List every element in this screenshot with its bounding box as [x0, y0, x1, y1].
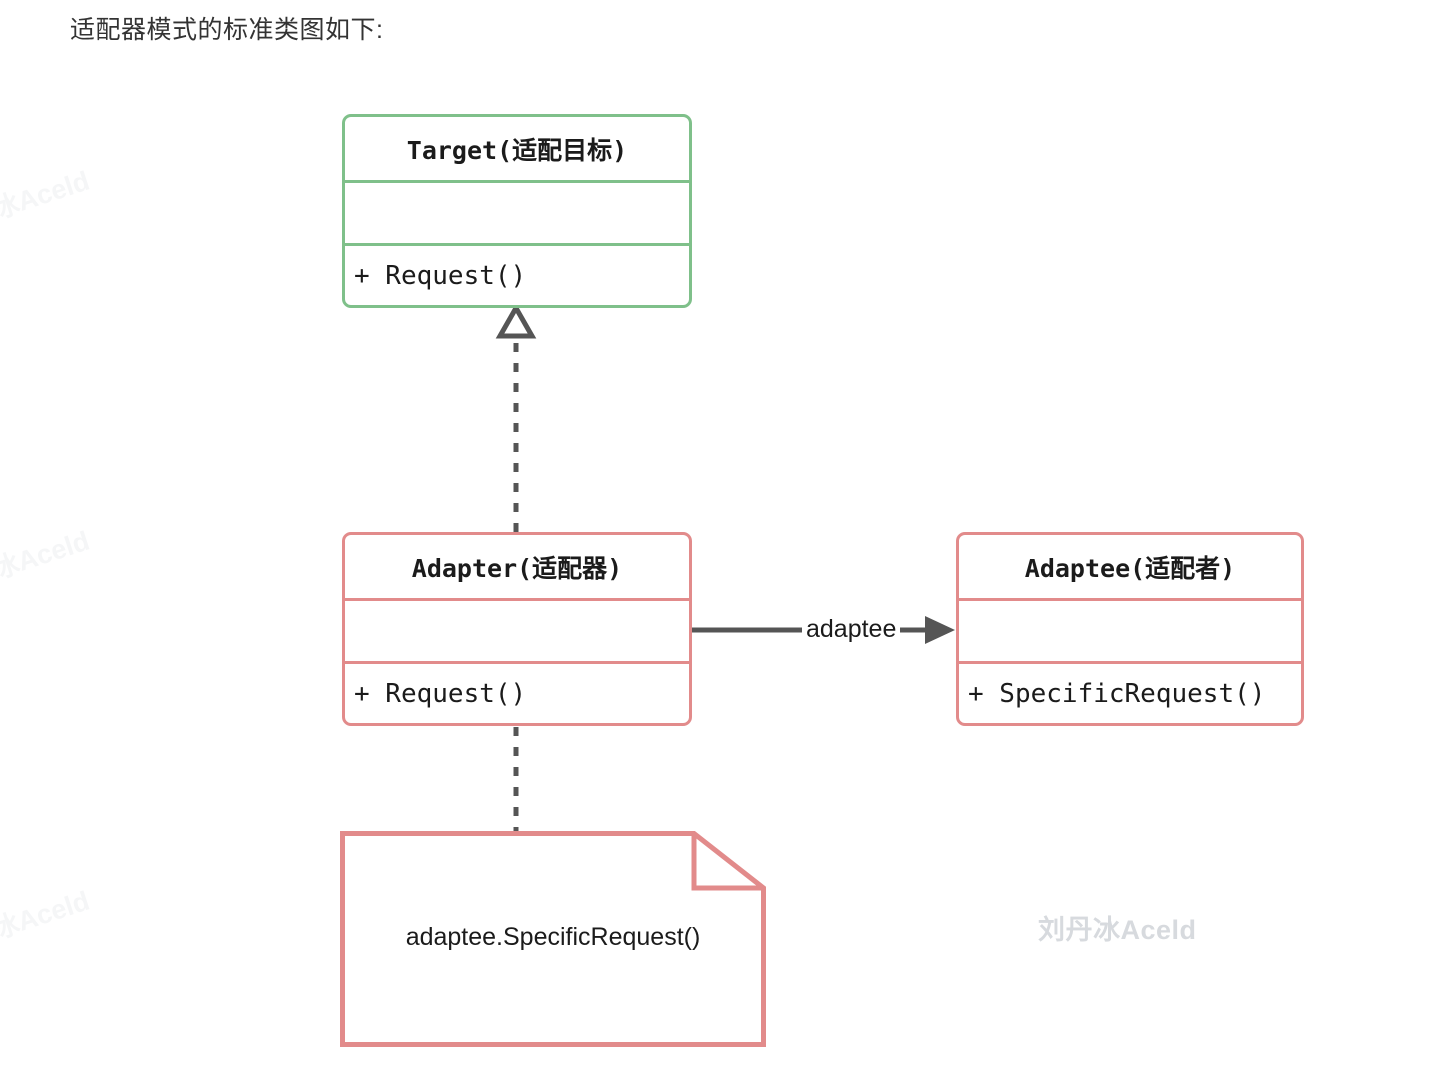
- note-fold-corner: [691, 833, 764, 891]
- uml-class-target-attributes: [345, 180, 689, 243]
- uml-class-adaptee-method-0: + SpecificRequest(): [959, 661, 1301, 723]
- uml-note-text: adaptee.SpecificRequest(): [405, 922, 701, 951]
- watermark-main: 刘丹冰Aceld: [1038, 915, 1197, 945]
- uml-class-adapter-title: Adapter(适配器): [411, 553, 623, 583]
- uml-class-adaptee-attributes: [959, 598, 1301, 661]
- uml-class-adaptee-title: Adaptee(适配者): [1024, 553, 1236, 583]
- watermark-edge-3: 冰Aceld: [0, 885, 94, 946]
- uml-class-adapter[interactable]: Adapter(适配器) + Request(): [342, 532, 692, 726]
- page-title: 适配器模式的标准类图如下:: [70, 16, 384, 44]
- watermark-edge-1: 冰Aceld: [0, 165, 94, 226]
- uml-class-target-title: Target(适配目标): [406, 135, 628, 165]
- uml-note[interactable]: adaptee.SpecificRequest(): [340, 831, 766, 1047]
- watermark-edge-2: 冰Aceld: [0, 525, 94, 586]
- uml-class-adapter-method-0: + Request(): [345, 661, 689, 723]
- uml-class-target-method-0: + Request(): [345, 243, 689, 305]
- uml-class-adaptee[interactable]: Adaptee(适配者) + SpecificRequest(): [956, 532, 1304, 726]
- uml-class-adapter-attributes: [345, 598, 689, 661]
- filled-arrowhead: [925, 616, 955, 644]
- uml-class-target[interactable]: Target(适配目标) + Request(): [342, 114, 692, 308]
- note-outline: [340, 831, 766, 1047]
- association-label-adaptee: adaptee: [802, 615, 901, 644]
- hollow-triangle-arrowhead: [495, 302, 537, 339]
